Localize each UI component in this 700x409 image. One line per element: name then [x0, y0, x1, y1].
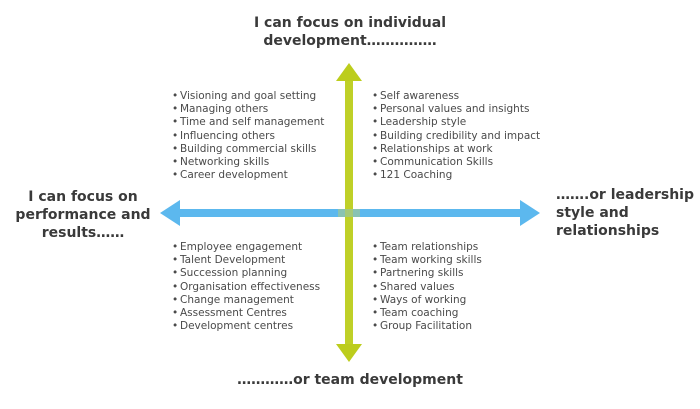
axis-intersection — [338, 209, 360, 217]
list-item: Networking skills — [172, 156, 324, 169]
list-item: Development centres — [172, 320, 320, 333]
list-item: 121 Coaching — [372, 169, 540, 182]
list-item: Team coaching — [372, 307, 482, 320]
quadrant-bottom-left-list: Employee engagement Talent Development S… — [172, 241, 320, 333]
list-item: Communication Skills — [372, 156, 540, 169]
list-item: Visioning and goal setting — [172, 90, 324, 103]
list-item: Team working skills — [372, 254, 482, 267]
quadrant-top-right-list: Self awareness Personal values and insig… — [372, 90, 540, 182]
list-item: Succession planning — [172, 267, 320, 280]
bottom-pole-label: …………or team development — [237, 372, 463, 388]
list-item: Talent Development — [172, 254, 320, 267]
list-item: Shared values — [372, 281, 482, 294]
list-item: Building credibility and impact — [372, 130, 540, 143]
list-item: Team relationships — [372, 241, 482, 254]
list-item: Ways of working — [372, 294, 482, 307]
list-item: Change management — [172, 294, 320, 307]
list-item: Assessment Centres — [172, 307, 320, 320]
list-item: Leadership style — [372, 116, 540, 129]
list-item: Employee engagement — [172, 241, 320, 254]
list-item: Group Facilitation — [372, 320, 482, 333]
list-item: Self awareness — [372, 90, 540, 103]
list-item: Managing others — [172, 103, 324, 116]
left-pole-label: I can focus on performance and results…… — [15, 189, 151, 241]
quadrant-top-left-list: Visioning and goal setting Managing othe… — [172, 90, 324, 182]
list-item: Personal values and insights — [372, 103, 540, 116]
list-item: Building commercial skills — [172, 143, 324, 156]
right-pole-label: …….or leadership style and relationships — [556, 187, 694, 239]
list-item: Organisation effectiveness — [172, 281, 320, 294]
list-item: Relationships at work — [372, 143, 540, 156]
list-item: Partnering skills — [372, 267, 482, 280]
list-item: Time and self management — [172, 116, 324, 129]
list-item: Career development — [172, 169, 324, 182]
top-pole-label: I can focus on individual development………… — [253, 15, 447, 49]
quadrant-bottom-right-list: Team relationships Team working skills P… — [372, 241, 482, 333]
list-item: Influencing others — [172, 130, 324, 143]
